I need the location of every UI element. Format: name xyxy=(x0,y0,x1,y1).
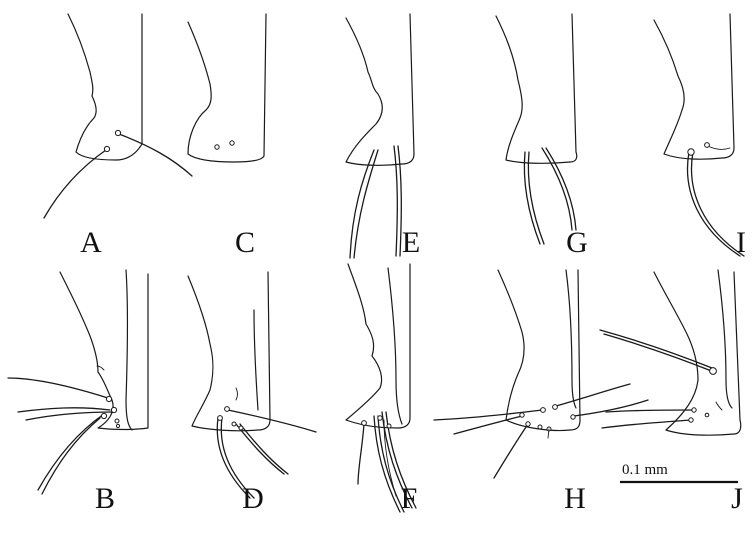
panel-label-d: D xyxy=(242,482,264,515)
panel-label-b: B xyxy=(95,482,115,515)
scale-bar-label: 0.1 mm xyxy=(622,462,668,478)
panel-h-drawing xyxy=(433,269,649,479)
panel-label-g: G xyxy=(566,226,588,259)
panel-g-drawing xyxy=(495,13,578,245)
panel-label-h: H xyxy=(564,482,586,515)
panel-label-a: A xyxy=(80,226,102,259)
panel-label-i: I xyxy=(736,226,746,259)
panel-b-drawing xyxy=(7,269,149,495)
panel-c-drawing xyxy=(187,13,267,163)
panel-label-f: F xyxy=(401,482,418,515)
panel-a-drawing xyxy=(43,13,193,219)
panel-label-c: C xyxy=(235,226,255,259)
panel-i-drawing xyxy=(653,13,745,257)
panel-d-drawing xyxy=(187,271,317,499)
panel-f-drawing xyxy=(345,263,417,513)
panel-label-j: J xyxy=(731,482,743,515)
panel-j-drawing xyxy=(599,269,742,436)
panel-label-e: E xyxy=(402,226,420,259)
scale-bar: 0.1 mm xyxy=(620,462,738,484)
panel-e-drawing xyxy=(345,13,415,259)
